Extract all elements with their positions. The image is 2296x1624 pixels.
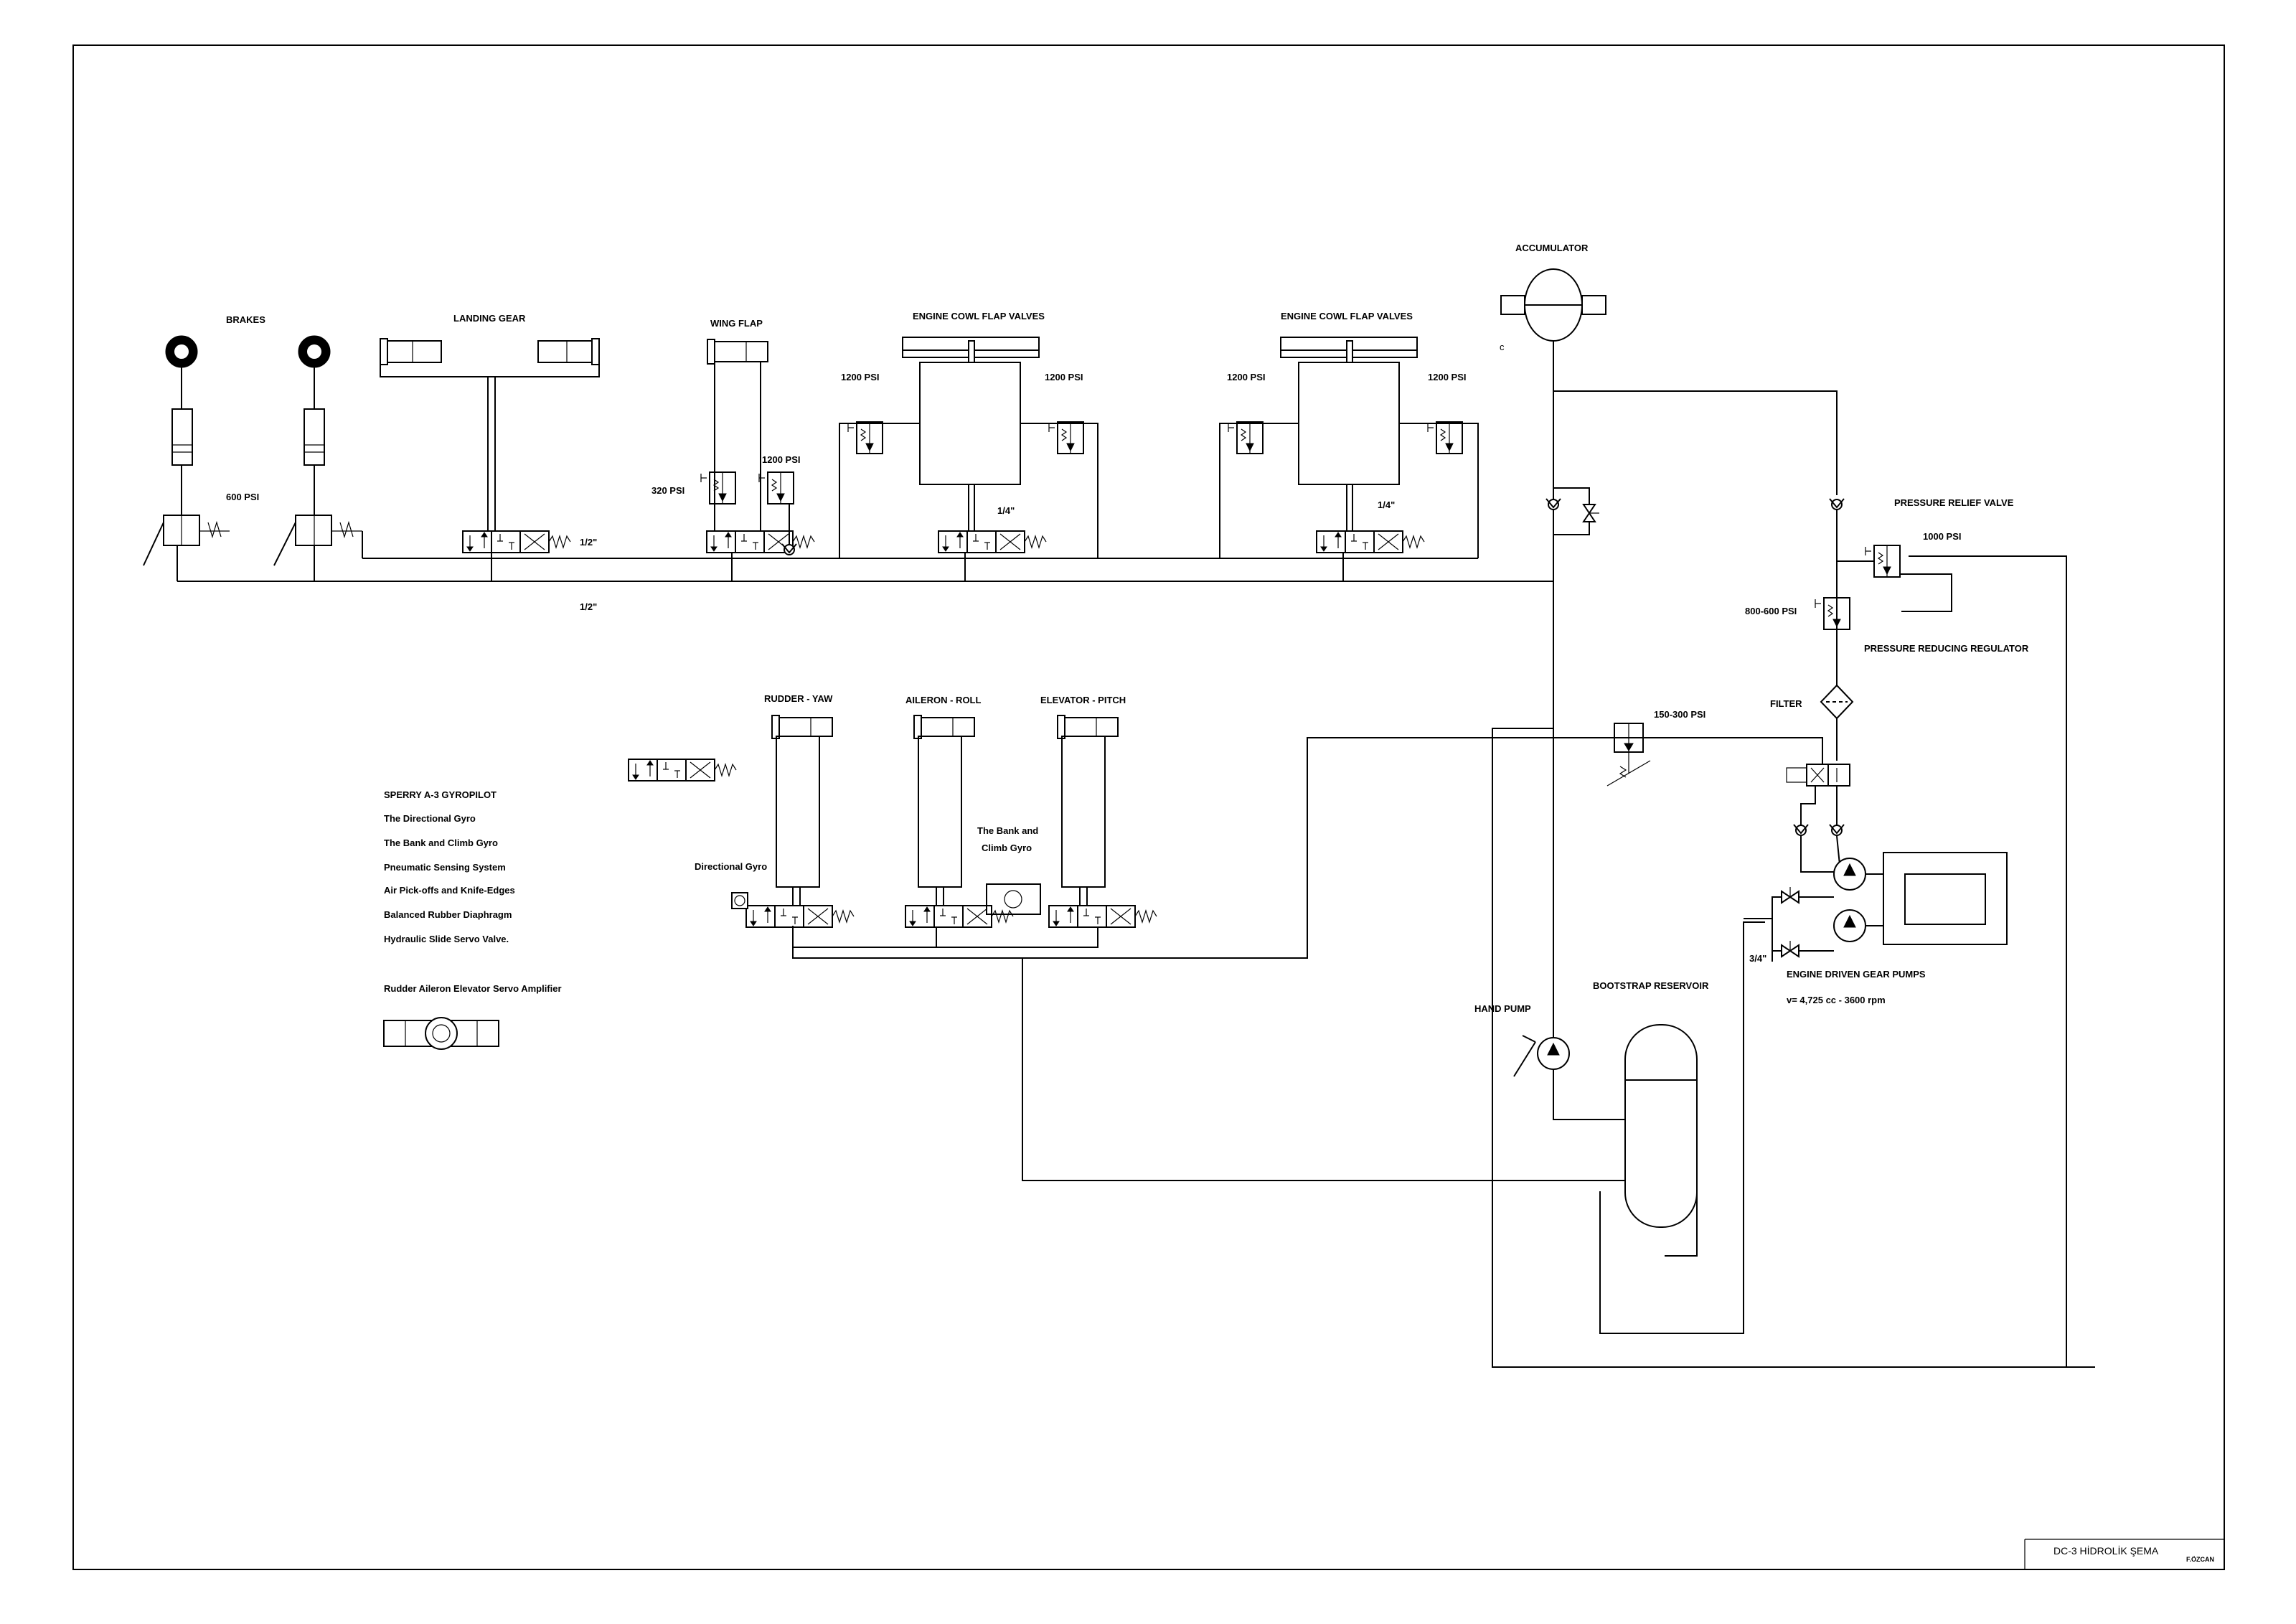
- title-block-author: F.ÖZCAN: [2186, 1556, 2214, 1563]
- wing-flap-label: WING FLAP: [710, 318, 763, 329]
- servo-manifold: [792, 927, 1098, 948]
- pump-selector-valve: [1786, 764, 1850, 836]
- pump-spec: v= 4,725 cc - 3600 rpm: [1787, 995, 1886, 1005]
- hand-pump: [1513, 1035, 1570, 1077]
- pressure-lines: [177, 337, 2095, 1368]
- engine-pumps-label: ENGINE DRIVEN GEAR PUMPS: [1787, 969, 1926, 980]
- reducing-regulator-pressure: 800-600 PSI: [1745, 606, 1797, 616]
- cowl-flap-2-label: ENGINE COWL FLAP VALVES: [1281, 311, 1413, 321]
- cowl-1-right-pressure: 1200 PSI: [1045, 372, 1083, 382]
- servo-elevator-pitch: [1048, 715, 1157, 928]
- pump-line-size: 3/4": [1749, 953, 1766, 964]
- legend-title: SPERRY A-3 GYROPILOT: [384, 789, 497, 800]
- brakes-pressure: 600 PSI: [226, 492, 259, 502]
- legend-item: The Directional Gyro: [384, 813, 476, 824]
- pressure-relief-valve: [1837, 545, 1952, 612]
- elevator-pitch-label: ELEVATOR - PITCH: [1040, 695, 1126, 705]
- legend-item: Balanced Rubber Diaphragm: [384, 909, 512, 920]
- cowl-flap-valves-2: [1219, 337, 1479, 581]
- filter-label: FILTER: [1770, 698, 1802, 709]
- lower-line-size: 1/2": [580, 601, 597, 612]
- cowl-2-right-pressure: 1200 PSI: [1428, 372, 1467, 382]
- legend-item: The Bank and Climb Gyro: [384, 837, 498, 848]
- branch-lines: [491, 558, 839, 581]
- directional-gyro-label: Directional Gyro: [695, 861, 767, 872]
- cowl-flap-1-label: ENGINE COWL FLAP VALVES: [913, 311, 1045, 321]
- bootstrap-reservoir-label: BOOTSTRAP RESERVOIR: [1593, 980, 1709, 991]
- pressure-relief-valve-label: PRESSURE RELIEF VALVE: [1894, 497, 2014, 508]
- legend-item: Pneumatic Sensing System: [384, 862, 506, 873]
- standalone-valve-symbol: [628, 759, 737, 782]
- bank-climb-gyro-line2: Climb Gyro: [982, 842, 1032, 853]
- landing-gear-cylinders: [380, 338, 600, 581]
- autopilot-reducer-pressure: 150-300 PSI: [1654, 709, 1705, 720]
- servo-rudder-yaw: [731, 715, 855, 928]
- engine-driven-gear-pumps: [1744, 835, 2008, 962]
- legend-item: Hydraulic Slide Servo Valve.: [384, 934, 509, 944]
- legend-item: Air Pick-offs and Knife-Edges: [384, 885, 515, 896]
- relief-valve-pressure: 1000 PSI: [1923, 531, 1962, 542]
- accumulator-label: ACCUMULATOR: [1515, 243, 1589, 253]
- cowl-1-left-pressure: 1200 PSI: [841, 372, 880, 382]
- wing-flap: [700, 339, 815, 581]
- rudder-yaw-label: RUDDER - YAW: [764, 693, 833, 704]
- aileron-roll-label: AILERON - ROLL: [905, 695, 981, 705]
- drawing-frame: [72, 44, 2225, 1570]
- pressure-reducing-regulator: [1815, 597, 1850, 630]
- cowl-2-line-size: 1/4": [1378, 499, 1395, 510]
- brakes-label: BRAKES: [226, 314, 265, 325]
- landing-gear-label: LANDING GEAR: [453, 313, 526, 324]
- servo-aileron-roll: [905, 715, 1041, 928]
- flap-relief-pressure: 1200 PSI: [762, 454, 801, 465]
- servo-amplifier-symbol: [383, 1017, 499, 1050]
- pressure-reducing-regulator-label: PRESSURE REDUCING REGULATOR: [1864, 643, 2029, 654]
- brake-left: [143, 335, 230, 566]
- cowl-1-line-size: 1/4": [997, 505, 1015, 516]
- accumulator: [1500, 268, 1606, 391]
- title-block-title: DC-3 HİDROLİK ŞEMA: [2053, 1544, 2159, 1557]
- trunk-check-valve: [1545, 487, 1600, 535]
- title-block: DC-3 HİDROLİK ŞEMA F.ÖZCAN: [2024, 1539, 2224, 1569]
- filter: [1820, 684, 1854, 720]
- flap-reducer-pressure: 320 PSI: [651, 485, 684, 496]
- autopilot-pressure-reducer: [1606, 723, 1651, 787]
- servo-amplifier-label: Rudder Aileron Elevator Servo Amplifier: [384, 983, 562, 994]
- cowl-2-left-pressure: 1200 PSI: [1227, 372, 1266, 382]
- brake-right: [273, 335, 363, 581]
- bootstrap-reservoir: [1624, 1024, 1698, 1228]
- gyropilot-legend: SPERRY A-3 GYROPILOT The Directional Gyr…: [384, 789, 515, 944]
- stray-c-mark: c: [1500, 342, 1505, 352]
- bank-climb-gyro-line1: The Bank and: [977, 825, 1038, 836]
- hand-pump-label: HAND PUMP: [1474, 1003, 1531, 1014]
- cowl-flap-valves-1: [839, 337, 1098, 581]
- upper-line-size: 1/2": [580, 537, 597, 548]
- relief-check-valve: [1829, 498, 1845, 510]
